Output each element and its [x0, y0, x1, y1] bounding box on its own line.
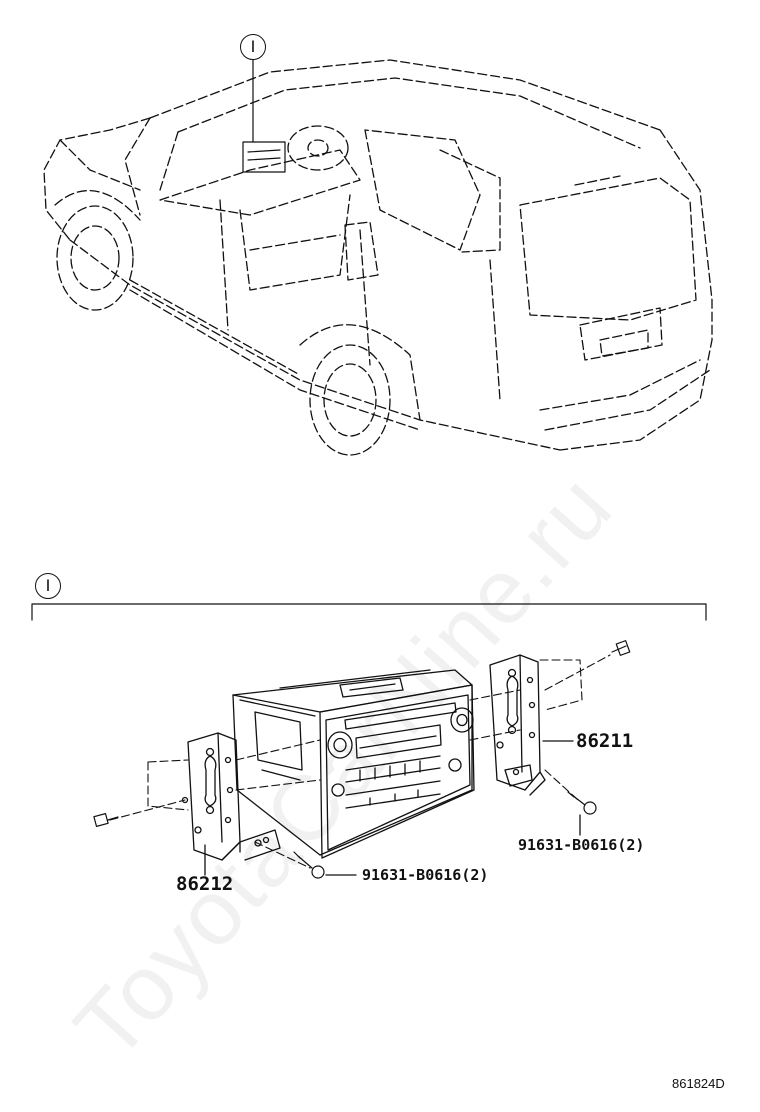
reference-code: 861824D [672, 1076, 725, 1091]
part-number-86212: 86212 [176, 873, 234, 895]
bolt-left [93, 813, 119, 827]
bracket-right [489, 654, 546, 796]
bolt-bottom [293, 851, 325, 879]
bolt-lower-right [567, 791, 597, 815]
section-bracket [31, 603, 707, 621]
vehicle-outline [43, 59, 713, 456]
part-number-86211: 86211 [576, 730, 634, 752]
callout-top: I [240, 34, 266, 60]
radio-location-marker [242, 141, 286, 173]
mounting-phantom-lines [109, 654, 611, 869]
head-unit [232, 669, 475, 859]
callout-section: I [35, 573, 61, 599]
bracket-left [181, 732, 281, 861]
bolt-top-right [611, 640, 631, 656]
part-number-bolt-left: 91631-B0616(2) [362, 866, 489, 884]
part-number-bolt-right: 91631-B0616(2) [518, 836, 645, 854]
